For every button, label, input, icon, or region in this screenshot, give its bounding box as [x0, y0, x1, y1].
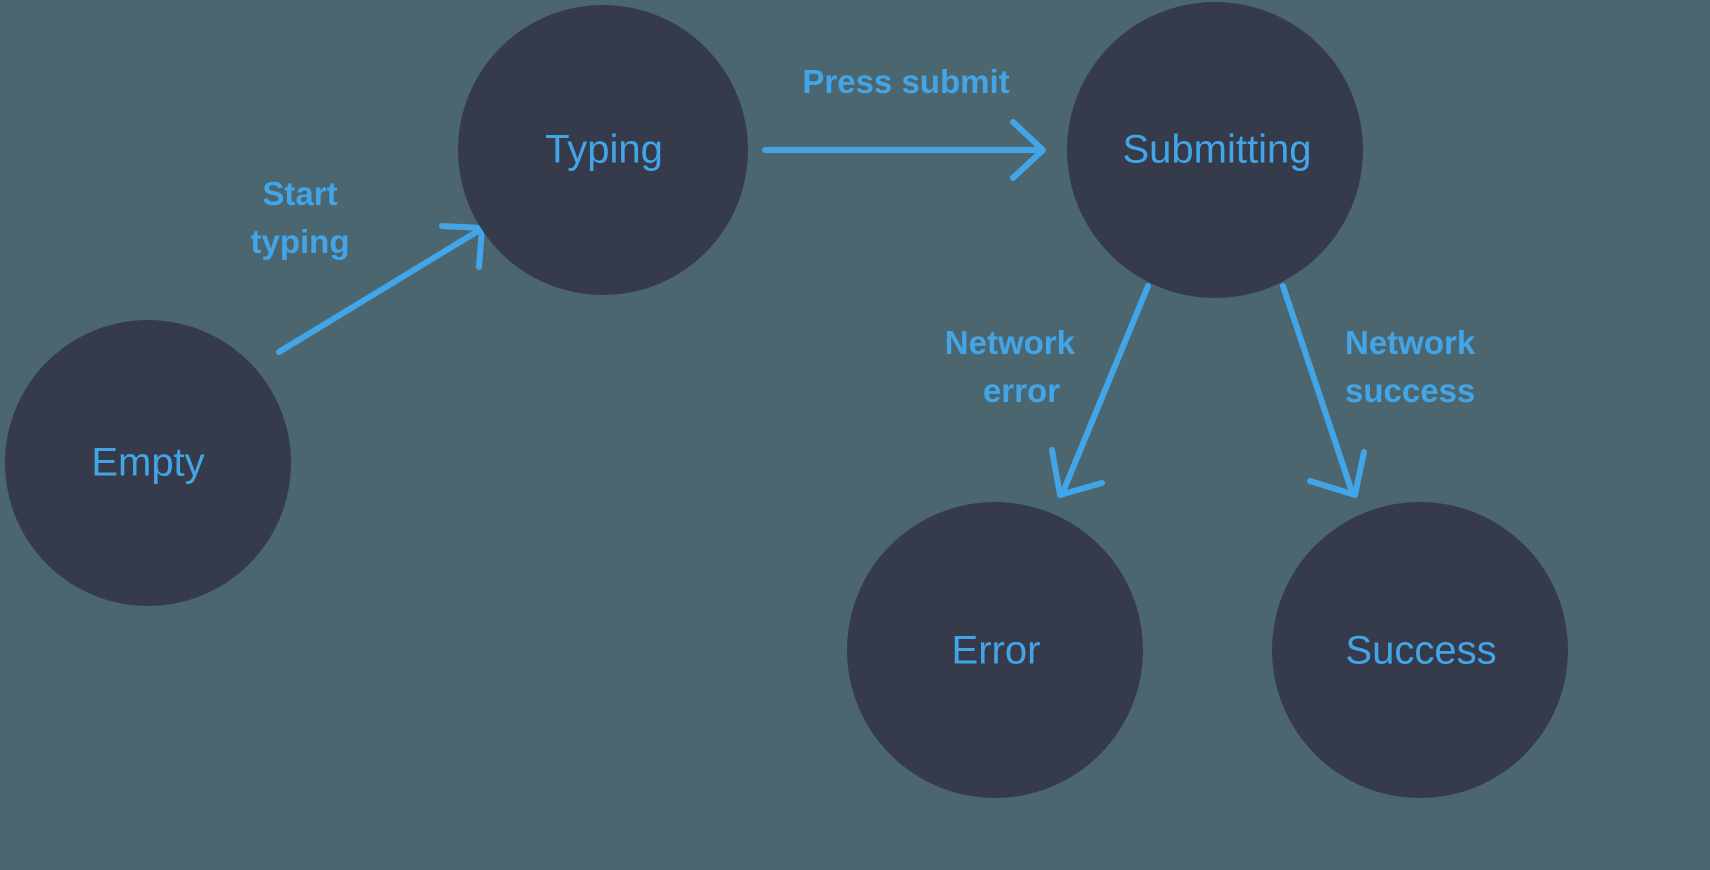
state-node-typing[interactable]: Typing — [458, 5, 748, 295]
state-node-success-label: Success — [1345, 629, 1496, 673]
state-node-typing-circle[interactable] — [458, 5, 748, 295]
transition-network-error-arrowhead — [1049, 447, 1105, 498]
transition-network-success-line — [1280, 283, 1355, 495]
state-node-submitting-label: Submitting — [1123, 128, 1312, 172]
state-node-error-circle[interactable] — [847, 502, 1143, 798]
transition-label-press-submit: Press submit — [802, 63, 1009, 100]
state-node-success[interactable]: Success — [1272, 502, 1568, 798]
transition-network-success — [1280, 283, 1367, 498]
state-node-empty-label: Empty — [91, 441, 204, 485]
state-node-empty-circle[interactable] — [5, 320, 291, 606]
transition-network-error — [1049, 283, 1151, 498]
state-node-error[interactable]: Error — [847, 502, 1143, 798]
state-node-success-circle[interactable] — [1272, 502, 1568, 798]
state-node-empty[interactable]: Empty — [5, 320, 291, 606]
transition-label-network-error-line1: Network — [945, 324, 1076, 361]
state-node-error-label: Error — [952, 629, 1041, 673]
transition-label-network-error-line2: error — [983, 372, 1060, 409]
transition-network-error-line — [1060, 283, 1151, 495]
transition-press-submit — [762, 119, 1046, 181]
state-node-typing-label: Typing — [545, 128, 663, 172]
state-node-submitting[interactable]: Submitting — [1067, 2, 1363, 298]
transition-network-success-arrowhead — [1307, 449, 1367, 498]
transition-label-network-success-line2: success — [1345, 372, 1475, 409]
transition-start-typing-line — [276, 228, 481, 355]
transition-label-start-typing-line1: Start — [262, 175, 337, 212]
transition-label-network-success-line1: Network — [1345, 324, 1476, 361]
transition-label-start-typing-line2: typing — [251, 223, 350, 260]
state-node-submitting-circle[interactable] — [1067, 2, 1363, 298]
transition-press-submit-arrowhead — [1010, 119, 1046, 181]
